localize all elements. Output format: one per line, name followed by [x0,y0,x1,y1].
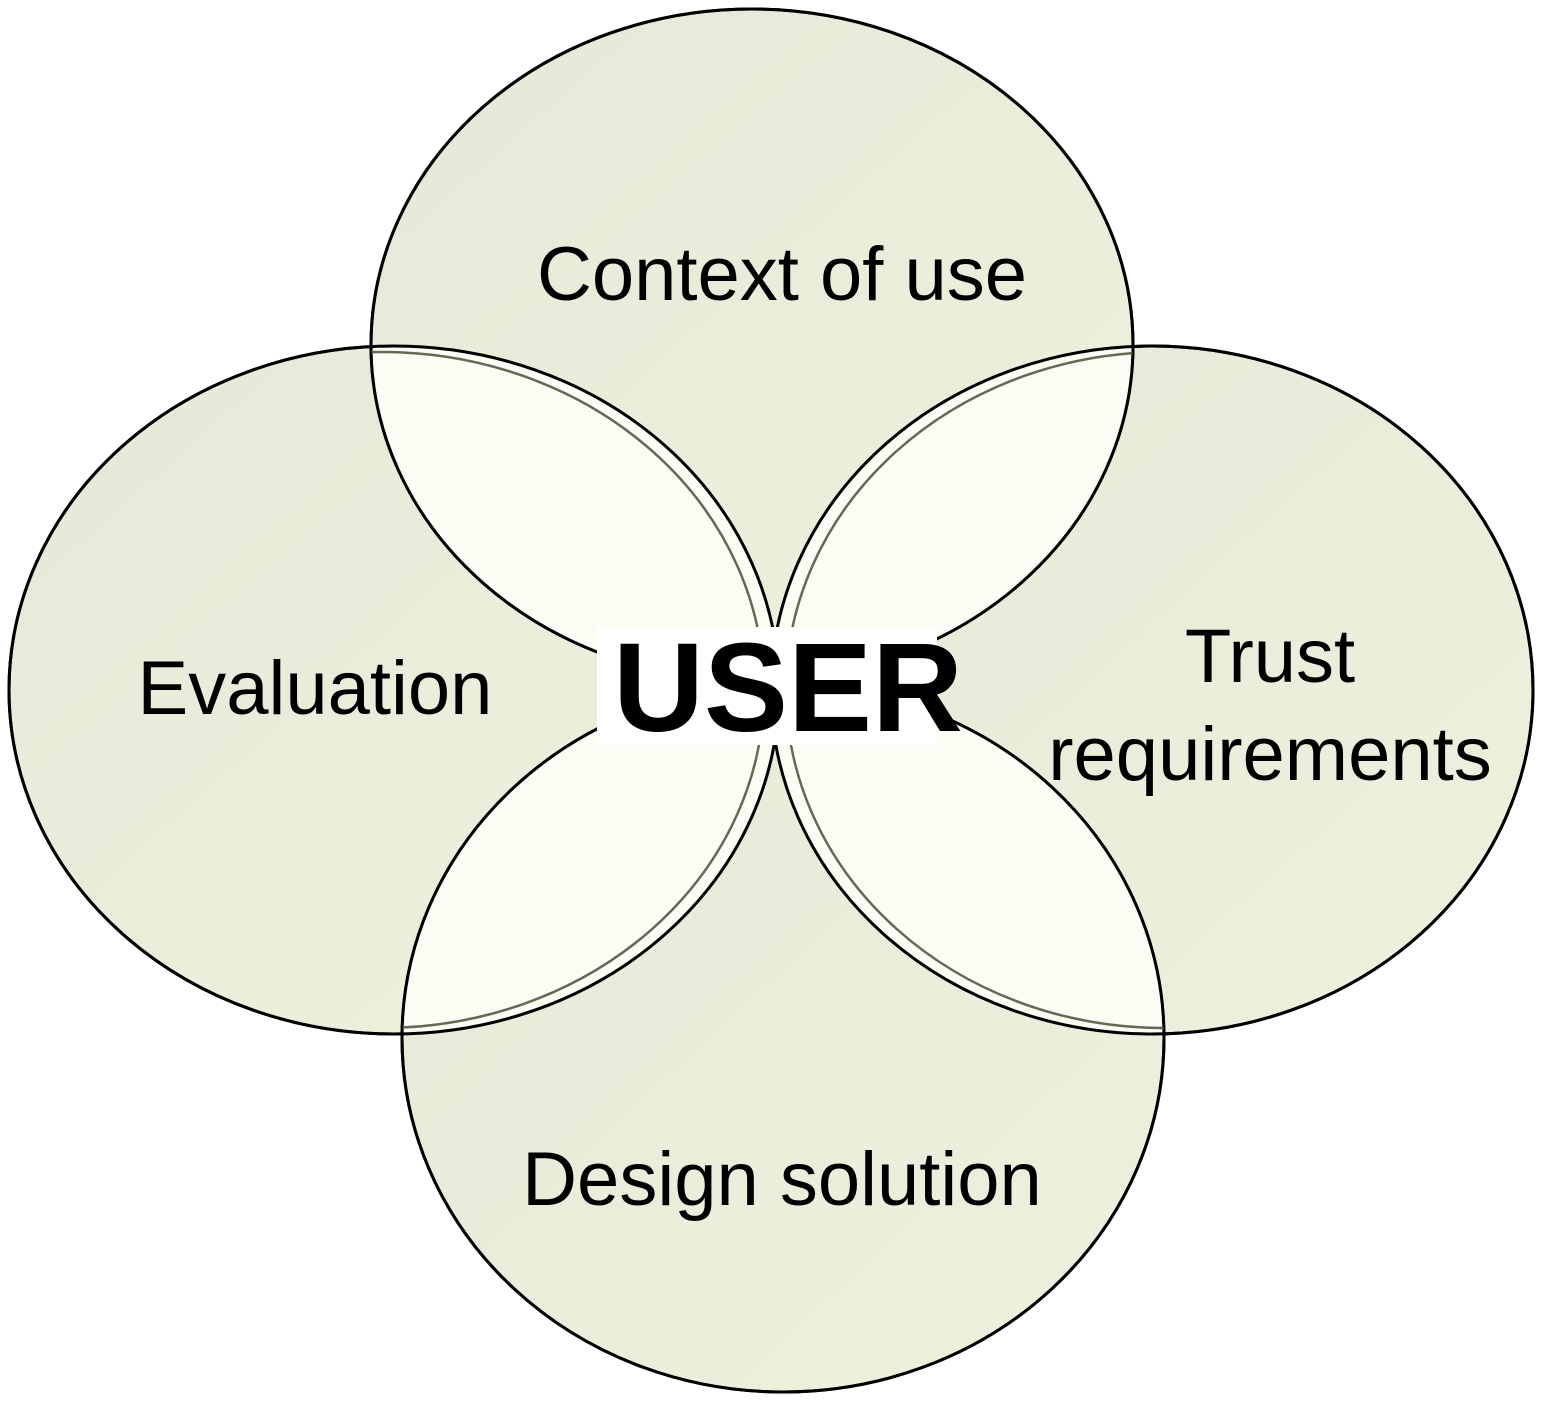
label-trust-requirements-line1: Trust [1185,614,1355,699]
label-trust-requirements-line2: requirements [1048,712,1492,797]
center-label-background [597,627,937,745]
label-context-of-use: Context of use [537,232,1027,317]
label-evaluation: Evaluation [138,646,493,731]
label-design-solution: Design solution [522,1137,1042,1222]
overlap-bottom-left [402,684,779,1034]
overlap-top-right [771,346,1133,681]
center-label-user: USER [613,617,963,758]
overlap-top-left [371,346,779,681]
